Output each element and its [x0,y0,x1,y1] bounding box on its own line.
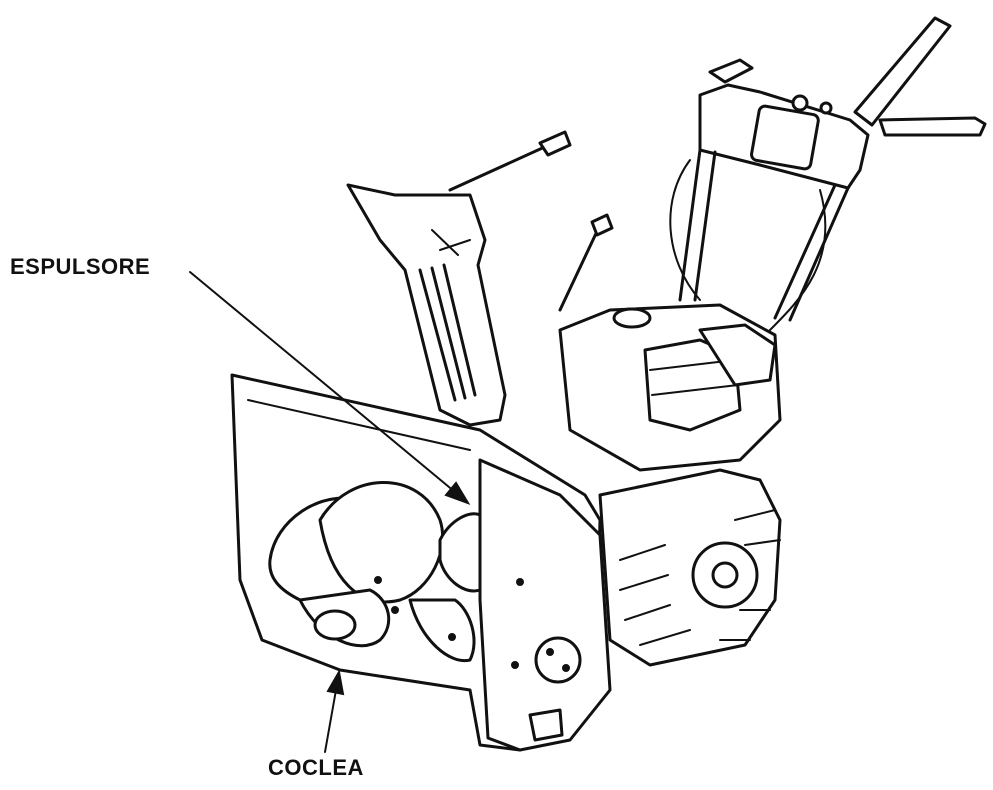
engine-block [558,303,782,472]
espulsore-label: ESPULSORE [10,254,151,279]
leader-coclea [324,669,345,753]
auger [268,481,482,663]
discharge-chute [346,130,614,427]
coclea-label: COCLEA [268,755,364,780]
auger-housing [230,373,612,752]
handlebar-assembly [669,16,987,331]
track-unit [598,468,782,667]
leader-espulsore [189,271,471,505]
